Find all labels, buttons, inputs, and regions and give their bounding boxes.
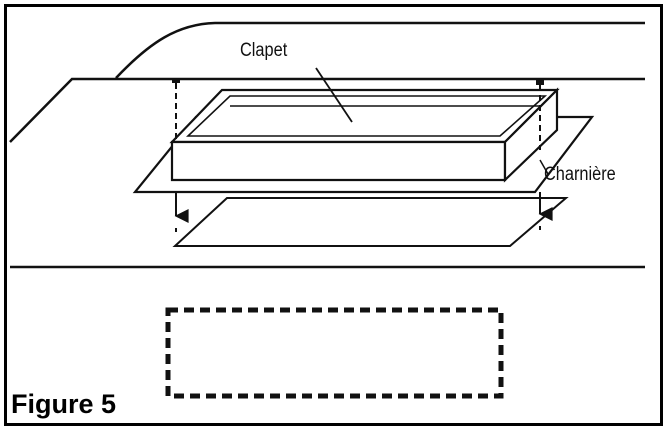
right-screw bbox=[536, 80, 553, 230]
hinge-label: Charnière bbox=[544, 164, 616, 185]
cutout-outline bbox=[165, 307, 504, 399]
surface-upper-curve bbox=[115, 21, 645, 79]
flap-inner-rim bbox=[186, 95, 548, 137]
opening-plane bbox=[172, 197, 569, 247]
flap-leader-line bbox=[315, 67, 353, 123]
hinge-leader-line bbox=[539, 159, 549, 175]
surface-outline bbox=[9, 77, 645, 143]
flap-label: Clapet bbox=[240, 40, 288, 61]
flap-top-face bbox=[169, 88, 560, 144]
flap-front-face bbox=[170, 140, 507, 182]
left-screw bbox=[172, 78, 189, 232]
figure-caption: Figure 5 bbox=[11, 389, 117, 419]
